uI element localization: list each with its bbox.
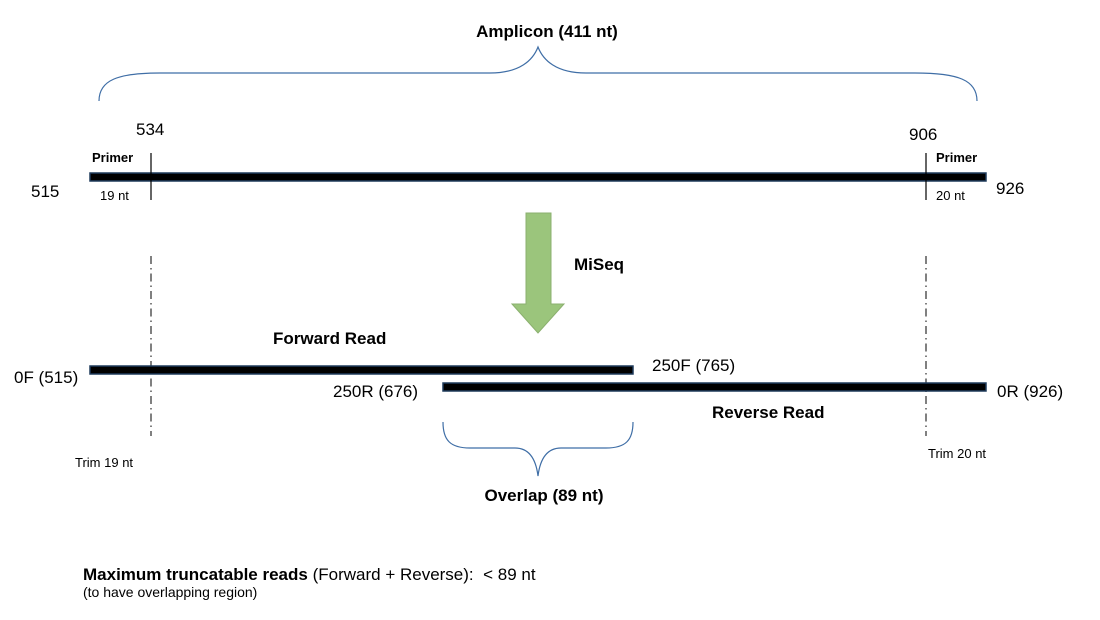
forward-read-label: Forward Read <box>273 329 386 348</box>
forward-primer-label: Primer <box>92 150 133 165</box>
reverse-read-bar <box>442 382 987 392</box>
right-trim-label: Trim 20 nt <box>928 446 986 461</box>
forward-read-bar <box>89 365 634 375</box>
left-trim-label: Trim 19 nt <box>75 455 133 470</box>
forward-read-start: 0F (515) <box>14 368 78 387</box>
amplicon-label: Amplicon (411 nt) <box>476 22 618 41</box>
reverse-read-label: Reverse Read <box>712 403 824 422</box>
forward-read-end: 250F (765) <box>652 356 735 375</box>
amplicon-start: 515 <box>31 182 59 201</box>
note-bold: Maximum truncatable reads <box>83 565 308 584</box>
note-sub: (to have overlapping region) <box>83 584 257 600</box>
reverse-primer-length: 20 nt <box>936 188 965 203</box>
process-label: MiSeq <box>574 255 624 274</box>
reverse-read-end: 0R (926) <box>997 382 1063 401</box>
amplicon-bar <box>89 172 987 182</box>
overlap-label: Overlap (89 nt) <box>484 486 603 505</box>
amplicon-end: 926 <box>996 179 1024 198</box>
forward-primer-position: 534 <box>136 120 164 139</box>
reverse-primer-label: Primer <box>936 150 977 165</box>
note-normal: (Forward + Reverse): < 89 nt <box>308 565 536 584</box>
reverse-primer-position: 906 <box>909 125 937 144</box>
forward-primer-length: 19 nt <box>100 188 129 203</box>
note-line: Maximum truncatable reads (Forward + Rev… <box>83 565 536 584</box>
overlap-brace <box>442 421 634 477</box>
down-arrow-icon <box>510 212 566 334</box>
reverse-read-start: 250R (676) <box>333 382 418 401</box>
amplicon-brace <box>98 45 978 102</box>
